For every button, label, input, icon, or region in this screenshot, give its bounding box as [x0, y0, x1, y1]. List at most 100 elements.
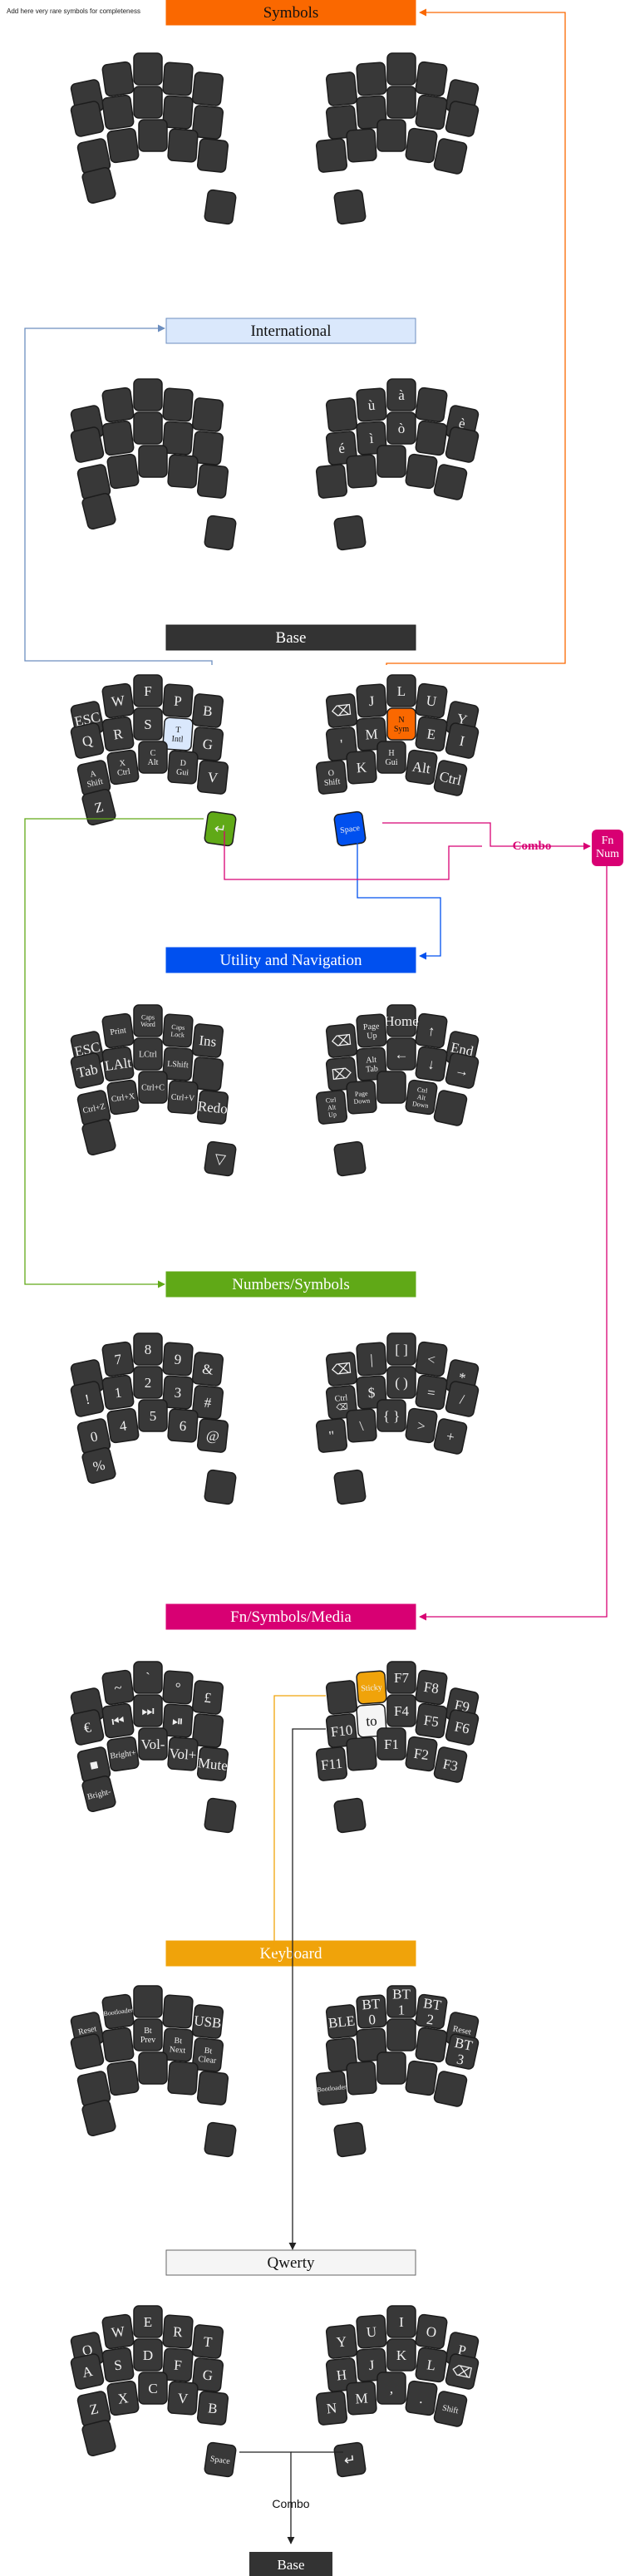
key-right-1: U	[356, 2314, 387, 2349]
key-label: 2	[145, 1375, 152, 1391]
key-label: G	[202, 2367, 214, 2383]
key-label: E	[426, 726, 436, 742]
key-label: ↵	[343, 2451, 357, 2469]
key-left-1: Bootloader	[101, 1993, 135, 2030]
key-right-1: |	[356, 1342, 387, 1377]
key-label: CtrlAltUp	[325, 1096, 338, 1119]
key-left-3	[162, 1994, 194, 2029]
key-label: Home	[384, 1013, 419, 1029]
key-right-14	[433, 1090, 468, 1126]
key-left-10: Ctrl+Z	[76, 1090, 111, 1126]
key-label: Tab	[76, 1061, 100, 1081]
key-right-13: Alt	[405, 749, 438, 786]
key-label: à	[398, 387, 405, 403]
layer-title-bar	[165, 624, 416, 651]
key-label: CapsLock	[170, 1023, 185, 1039]
key-right-1: J	[356, 683, 387, 718]
key-right-12: F1	[376, 1727, 406, 1761]
key-label: F2	[413, 1746, 430, 1763]
key-right-11: K	[346, 750, 377, 785]
key-label: ~	[113, 1679, 123, 1696]
key-label: K	[356, 759, 367, 776]
key-left-7: S	[133, 707, 163, 741]
key-right-2: [ ]	[386, 1332, 416, 1366]
layer-title-bar	[165, 2249, 416, 2276]
key-right-12	[376, 445, 406, 478]
key-right-0: ⌫	[325, 1023, 358, 1058]
key-right-7: F4	[386, 1694, 416, 1727]
key-label: !	[83, 1391, 91, 1408]
key-label: P	[174, 693, 183, 710]
key-right-8: ↓	[415, 1046, 448, 1082]
key-right-7: K	[386, 2338, 416, 2372]
layer-title: Symbols	[263, 4, 319, 22]
key-left-4: £	[191, 1680, 224, 1715]
key-label: Ctrl+C	[141, 1084, 165, 1093]
key-label: LShift	[167, 1060, 189, 1071]
key-left-15	[81, 166, 116, 204]
key-left-14: @	[196, 1418, 229, 1453]
layer-title: Numbers/Symbols	[232, 1276, 349, 1293]
key-left-2	[133, 1985, 163, 2018]
key-right-2: à	[386, 378, 416, 411]
key-left-3: 9	[162, 1342, 194, 1377]
key-label: W	[111, 2323, 126, 2341]
key-left-14	[196, 464, 229, 499]
key-left-4: B	[191, 693, 224, 728]
key-left-6	[101, 94, 135, 131]
thumb-right	[333, 1797, 367, 1834]
key-label: PageDown	[353, 1090, 371, 1106]
key-right-13	[405, 127, 438, 164]
key-label: T	[203, 2333, 214, 2350]
key-label: LAlt	[104, 1055, 133, 1074]
key-label: W	[111, 692, 126, 710]
key-right-1: Sticky	[356, 1670, 387, 1705]
key-left-4	[191, 71, 224, 106]
key-left-1	[101, 387, 135, 423]
key-right-8	[415, 94, 448, 131]
key-left-13: 6	[167, 1408, 199, 1443]
key-right-11: PageDown	[346, 1080, 377, 1115]
key-label: `	[145, 1670, 150, 1686]
key-label: 4	[119, 1417, 129, 1434]
key-right-2: I	[386, 2305, 416, 2338]
key-label: H	[336, 2367, 347, 2383]
key-label: BtNext	[169, 2036, 186, 2055]
key-label: to	[366, 1713, 378, 1730]
key-left-6: LAlt	[101, 1046, 135, 1082]
key-left-9	[191, 1057, 224, 1091]
key-right-7	[386, 2018, 416, 2051]
key-right-12	[376, 119, 406, 152]
key-right-3: F8	[415, 1669, 448, 1706]
key-left-9	[191, 1713, 224, 1748]
key-left-2: 8	[133, 1332, 163, 1366]
key-label: USB	[194, 2012, 223, 2031]
key-left-1	[101, 61, 135, 97]
key-left-1: 7	[101, 1341, 135, 1377]
key-right-11	[346, 454, 377, 489]
key-label: "	[328, 1428, 336, 1445]
key-right-14: Ctrl	[433, 760, 468, 796]
key-label: 1	[114, 1384, 123, 1401]
key-label: ↑	[426, 1022, 436, 1039]
key-right-13: CtrlAltDown	[405, 1079, 438, 1116]
thumb-right: ↵	[333, 2441, 367, 2478]
key-label: F11	[320, 1756, 343, 1774]
layer-title: Qwerty	[268, 2254, 315, 2272]
key-label: Y	[336, 2333, 347, 2350]
key-left-8	[162, 421, 194, 456]
thumb-left	[204, 1469, 237, 1505]
key-right-1	[356, 62, 387, 96]
key-left-7: ⏭	[133, 1694, 163, 1727]
key-right-0: ⌫	[325, 1352, 358, 1387]
key-label: B	[207, 2400, 218, 2416]
key-right-8: E	[415, 716, 448, 752]
key-label: F	[144, 683, 151, 699]
key-label: ò	[398, 421, 406, 436]
key-left-5: A	[70, 2353, 105, 2390]
key-label: CtrlAltDown	[411, 1086, 431, 1110]
